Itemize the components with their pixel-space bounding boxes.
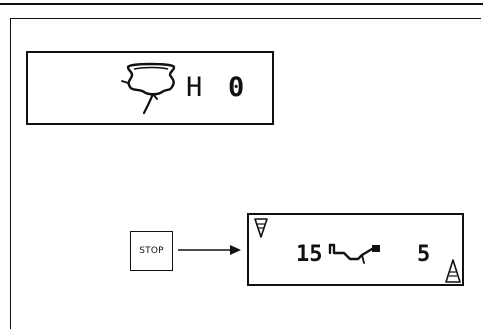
tyre-bead-icon <box>121 62 176 115</box>
left-weight-value: 15 <box>296 242 323 267</box>
top-rule <box>0 3 483 5</box>
stop-button[interactable]: STOP <box>130 231 173 271</box>
display-bottom: 15 5 <box>247 213 464 286</box>
arrow-right-icon <box>178 245 241 255</box>
mode-letter: H <box>186 72 203 103</box>
triangle-marker-bottom-right-icon <box>445 259 461 283</box>
mode-value: 0 <box>228 72 245 103</box>
display-top: H 0 <box>26 51 274 125</box>
content-frame <box>10 18 481 329</box>
stop-button-label: STOP <box>139 246 164 256</box>
right-weight-value: 5 <box>417 242 431 267</box>
triangle-marker-top-left-icon <box>254 218 268 238</box>
weight-clip-icon <box>328 243 380 264</box>
